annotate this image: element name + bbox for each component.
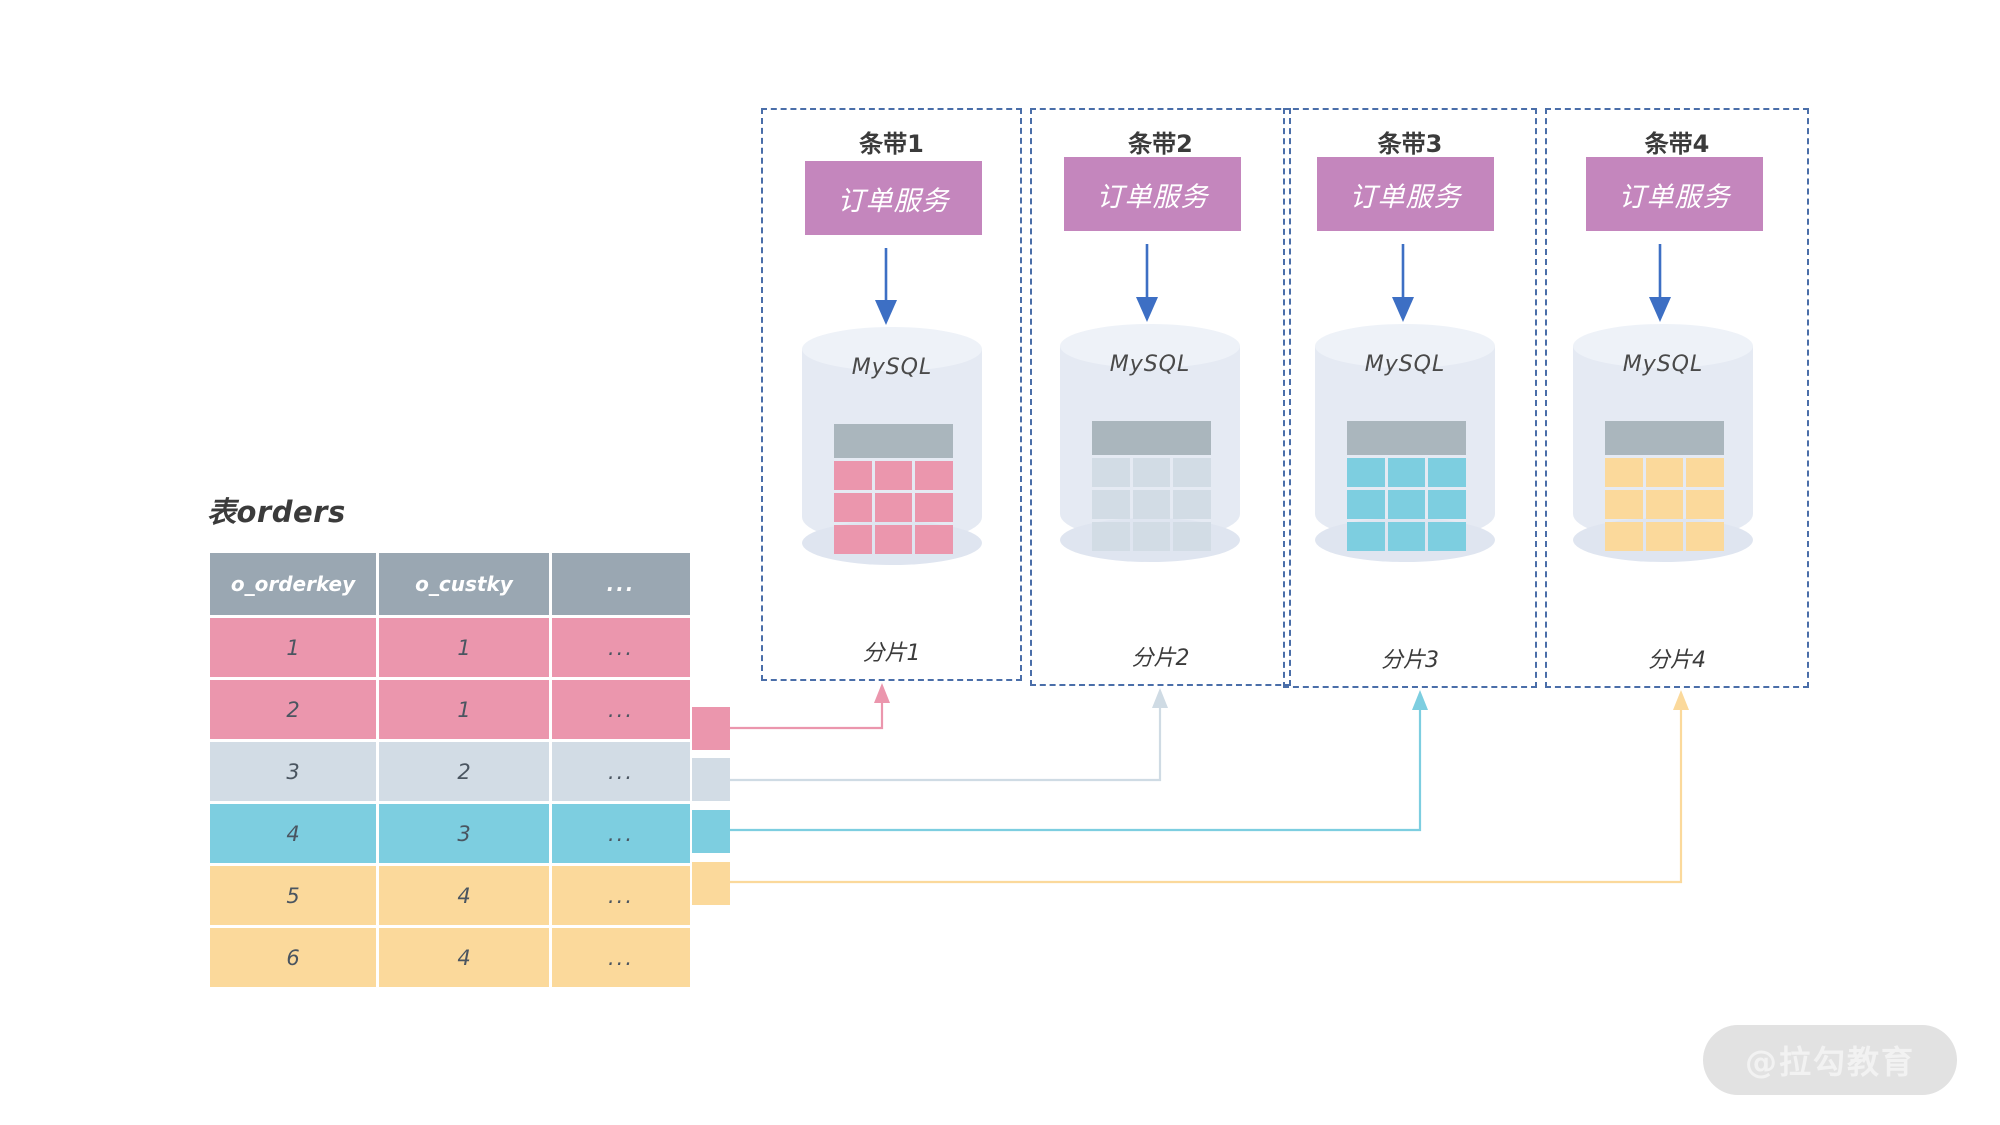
watermark: @拉勾教育 [1703,1025,1957,1095]
column-header-custky: o_custky [379,553,549,615]
mini-table-row [1605,490,1725,519]
shard-2-swatch [692,758,730,801]
mini-table-row [1605,522,1725,551]
page-title: 表orders [207,495,346,529]
cylinder-top [1060,324,1240,368]
mini-table-row [1092,490,1212,519]
stripe-label-4: 条带4 [1644,130,1710,158]
table-row: 3 2 ... [210,742,690,801]
mini-table-row [1092,458,1212,487]
shard-label-1: 分片1 [862,641,921,666]
order-service-box-2[interactable]: 订单服务 [1064,157,1241,231]
cell-more: ... [607,945,635,970]
cell-orderkey: 4 [286,821,300,846]
order-service-box-4[interactable]: 订单服务 [1586,157,1763,231]
stripe-label-3: 条带3 [1377,130,1443,158]
cylinder-top [1315,324,1495,368]
shard-label-3: 分片3 [1381,648,1439,673]
table-row: 4 3 ... [210,804,690,863]
mysql-label-3: MySQL [1364,352,1446,377]
mini-table-row [834,461,954,490]
cell-custky: 1 [457,697,471,722]
cell-custky: 4 [457,945,471,970]
cell-more: ... [607,697,635,722]
shard-panel-2[interactable]: 条带2 订单服务 MySQL 分片2 [1030,108,1291,686]
mini-table-row [1347,490,1467,519]
mini-table-header [1347,421,1466,455]
cell-more: ... [607,759,635,784]
cell-orderkey: 3 [286,759,300,784]
stripe-label-1: 条带1 [859,130,924,158]
column-header-more: ... [552,553,690,615]
orders-table: o_orderkey o_custky ... 1 1 ... 2 1 ... … [207,550,693,990]
mysql-cylinder-4: MySQL [1573,324,1753,562]
shard-label-2: 分片2 [1131,646,1190,671]
cell-orderkey: 2 [286,697,300,722]
shard-1-swatch [692,707,730,750]
shard-mini-table-1 [834,424,954,554]
mysql-cylinder-2: MySQL [1060,324,1240,562]
order-service-box-3[interactable]: 订单服务 [1317,157,1494,231]
shard-4-swatch [692,862,730,905]
stripe-label-2: 条带2 [1128,130,1193,158]
mini-table-header [834,424,953,458]
cell-more: ... [607,821,635,846]
cell-custky: 3 [457,821,471,846]
mini-table-row [834,525,954,554]
shard-mini-table-4 [1605,421,1725,551]
table-row: 6 4 ... [210,928,690,987]
cell-custky: 2 [457,759,471,784]
table-header-row: o_orderkey o_custky ... [210,553,690,615]
cylinder-top [1573,324,1753,368]
cell-more: ... [607,635,635,660]
table-row: 5 4 ... [210,866,690,925]
mysql-label-1: MySQL [851,355,933,380]
cell-custky: 1 [457,635,471,660]
mini-table-header [1092,421,1211,455]
cylinder-top [802,327,982,371]
mysql-label-2: MySQL [1109,352,1191,377]
mysql-cylinder-1: MySQL [802,327,982,565]
orders-table-block: 表orders o_orderkey o_custky ... 1 1 ... … [207,489,690,990]
table-row: 2 1 ... [210,680,690,739]
mini-table-row [1347,458,1467,487]
shard-mini-table-2 [1092,421,1212,551]
shard-mini-table-3 [1347,421,1467,551]
cell-orderkey: 5 [286,883,300,908]
mysql-cylinder-3: MySQL [1315,324,1495,562]
cell-custky: 4 [457,883,471,908]
cell-more: ... [607,883,635,908]
mini-table-row [1605,458,1725,487]
order-service-box-1[interactable]: 订单服务 [805,161,982,235]
cell-orderkey: 6 [286,945,300,970]
mini-table-row [834,493,954,522]
shard-label-4: 分片4 [1648,648,1706,673]
mini-table-row [1347,522,1467,551]
shard-panel-1[interactable]: 条带1 订单服务 MySQL 分片1 [761,108,1022,681]
cell-orderkey: 1 [286,635,300,660]
mini-table-row [1092,522,1212,551]
column-header-orderkey: o_orderkey [210,553,376,615]
shard-panel-3[interactable]: 条带3 订单服务 MySQL 分片3 [1283,108,1537,688]
table-row: 1 1 ... [210,618,690,677]
mysql-label-4: MySQL [1622,352,1704,377]
shard-panel-4[interactable]: 条带4 订单服务 MySQL 分片4 [1545,108,1809,688]
mini-table-header [1605,421,1724,455]
shard-3-swatch [692,810,730,853]
